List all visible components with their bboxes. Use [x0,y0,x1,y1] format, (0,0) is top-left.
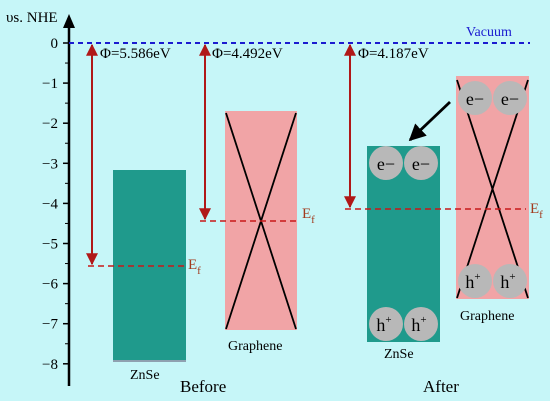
graphene-after-cone-line-2 [456,79,529,299]
y-axis-arrowhead [63,14,75,28]
hole-symbol: h+ [376,314,391,335]
hole-symbol: h+ [500,271,515,292]
hole-symbol: h+ [465,271,480,292]
before-panel-label: Before [180,377,226,396]
hole-circle [493,264,527,298]
hole-circle [458,264,492,298]
electron-symbol: e− [466,89,484,109]
graphene-label-before: Graphene [228,339,282,354]
y-axis-tick-label: −6 [42,277,58,293]
znse-electrons: e− e− [369,146,438,180]
equilibrium-work-function-label: Φ=4.187eV [358,46,429,62]
y-axis-tick-label: −8 [42,357,58,373]
graphene-label-after: Graphene [460,309,514,324]
znse-label-before: ZnSe [130,368,160,383]
y-axis-tick-label: −4 [42,196,58,212]
znse-label-after: ZnSe [384,347,414,362]
after-panel-label: After [423,377,459,396]
y-axis-tick-label: −3 [42,156,58,172]
y-axis-tick-label: −1 [42,76,58,92]
znse-fermi-label: Ef [188,257,201,277]
hole-circle [369,307,403,341]
graphene-work-function-label: Φ=4.492eV [212,46,283,62]
y-axis-label: υs. NHE [6,10,58,26]
hole-circle [404,307,438,341]
znse-work-function-label: Φ=5.586eV [100,46,171,62]
electron-circle [458,81,492,115]
electron-symbol: e− [377,154,395,174]
hole-symbol: h+ [411,314,426,335]
electron-symbol: e− [412,154,430,174]
electron-circle [404,146,438,180]
equilibrium-fermi-label: Ef [530,201,543,221]
y-axis-tick-label: −5 [42,237,58,253]
graphene-fermi-label: Ef [302,206,315,226]
graphene-holes: h+ h+ [458,264,527,298]
electron-symbol: e− [501,89,519,109]
y-axis-tick-label: −7 [42,317,58,333]
electron-circle [369,146,403,180]
electron-transfer-arrow [408,100,451,142]
znse-holes: h+ h+ [369,307,438,341]
electron-circle [493,81,527,115]
y-axis-tick-label: 0 [51,36,59,52]
y-axis-tick-label: −2 [42,116,58,132]
y-axis: υs. NHE 0 −1 −2 −3 −4 −5 −6 −7 −8 [6,10,75,386]
graphene-electrons: e− e− [458,81,527,115]
y-axis-ticks: 0 −1 −2 −3 −4 −5 −6 −7 −8 [42,36,69,373]
vacuum-label: Vacuum [466,25,512,40]
